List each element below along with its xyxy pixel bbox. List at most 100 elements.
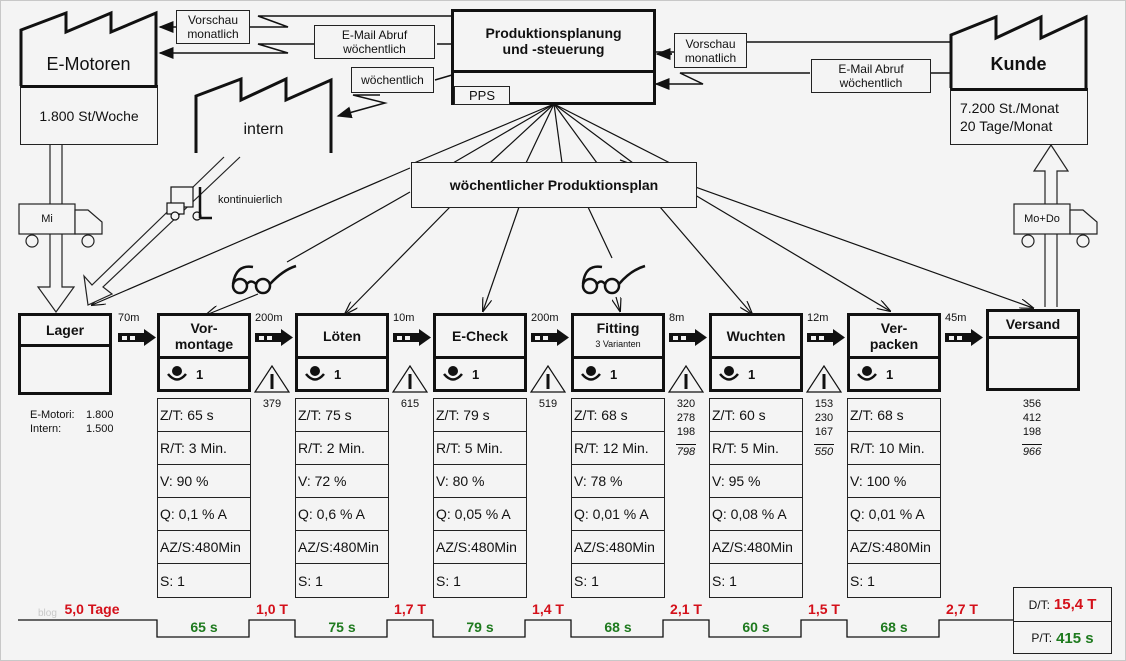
info-flow-intern: wöchentlich [351,67,434,93]
customer-demand: 7.200 St./Monat [960,100,1059,116]
inv-total: 550 [814,444,834,458]
ppc-title: Produktionsplanung und -steuerung [454,12,653,73]
process-title: E-Check [436,316,524,359]
pt-value: 415 s [1056,629,1094,647]
process-data-row: V: 90 % [158,465,250,498]
transport-distance: 10m [393,312,415,324]
lager-title: Lager [21,316,109,347]
wait-time: 2,1 T [670,601,702,617]
intern-name: intern [243,121,284,138]
operator-icon [857,366,877,381]
glasses-icon-vormontage [231,264,297,295]
process-data-row: R/T: 2 Min. [296,432,388,465]
wait-time: 2,7 T [946,601,978,617]
wait-time: 1,7 T [394,601,426,617]
process-title-line2: montage [174,336,234,352]
push-arrow-icon [118,329,156,346]
process-title: Fitting 3 Varianten [574,316,662,359]
transport-distance: 200m [531,312,559,324]
process-data-row: Z/T: 79 s [434,399,526,432]
process-data-row: Q: 0,1 % A [158,498,250,531]
truck-label-mi: Mi [41,213,53,225]
inv-value: 615 [400,398,420,410]
operator-row: 1 [160,359,248,389]
process-time: 65 s [190,619,218,635]
ppc-title-line2: und -steuerung [502,41,605,57]
process-data-row: AZ/S:480Min [572,531,664,564]
inv-value: 198 [676,426,696,438]
process-title: Vor- montage [160,316,248,359]
process-data-row: V: 80 % [434,465,526,498]
lager-inventory-list: E-Motori:1.800 Intern:1.500 [30,408,114,436]
inv-value: 379 [262,398,282,410]
process-box: Löten 1 [295,313,389,392]
transport-distance: 8m [669,312,685,324]
process-title-line1: Wuchten [726,328,786,344]
process-data-row: Q: 0,6 % A [296,498,388,531]
lager-box: Lager [18,313,112,395]
process-title-line2: packen [869,336,919,352]
push-arrow-icon [393,329,431,346]
process-title-line1: Fitting [596,320,640,336]
operator-row: 1 [712,359,800,389]
process-title: Ver- packen [850,316,938,359]
process-data-row: S: 1 [574,572,599,589]
inventory-count: 379 [252,397,292,411]
process-box: Fitting 3 Varianten 1 [571,313,665,392]
operator-icon [167,366,187,381]
push-arrow-icon [807,329,845,346]
truck-label-modo: Mo+Do [1024,213,1060,225]
inv-value: 519 [538,398,558,410]
label-line: E-Mail Abruf [341,28,408,42]
process-title-line1: E-Check [451,328,509,344]
lead-time-summary: D/T:15,4 T P/T:415 s [1013,587,1112,654]
process-data-row: R/T: 10 Min. [848,432,940,465]
process-time: 68 s [880,619,908,635]
forklift-icon [166,186,212,221]
inv-value: 356 [1022,398,1042,410]
operator-icon [581,366,601,381]
inv-value: 167 [814,426,834,438]
label-line: monatlich [187,27,239,41]
inv-total: 798 [676,444,696,458]
label-line: wöchentlich [839,76,903,90]
customer-name: Kunde [990,53,1047,74]
inventory-count: 519 [528,397,568,411]
ppc-box: Produktionsplanung und -steuerung PPS [451,9,656,105]
process-data-row: Q: 0,01 % A [572,498,664,531]
push-arrow-icon [255,329,293,346]
label-line: E-Mail Abruf [838,62,904,76]
operator-count: 1 [472,366,480,382]
operator-count: 1 [748,366,756,382]
process-data-row: S: 1 [436,572,461,589]
operator-count: 1 [196,366,204,382]
process-data-row: S: 1 [850,572,875,589]
wait-time: 1,5 T [808,601,840,617]
process-data-row: Z/T: 60 s [710,399,802,432]
ppc-title-line1: Produktionsplanung [485,25,622,41]
operator-row: 1 [574,359,662,389]
emotoren-factory-roof [19,10,158,86]
process-data-row: AZ/S:480Min [710,531,802,564]
glasses-icon-fitting [581,264,646,295]
versand-box: Versand [986,309,1080,391]
inv-value: 412 [1022,412,1042,424]
inv-total: 966 [1022,444,1042,458]
transport-distance: 12m [807,312,829,324]
transport-distance: 200m [255,312,283,324]
process-data-row: Q: 0,05 % A [434,498,526,531]
process-data-row: S: 1 [298,572,323,589]
process-title-line1: Ver- [880,320,908,336]
forklift-label: kontinuierlich [218,194,283,206]
inv-label: E-Motori: [30,409,75,421]
truck-icon-mi [18,203,103,248]
dt-row: D/T:15,4 T [1014,588,1111,622]
pps-tag: PPS [454,86,510,105]
